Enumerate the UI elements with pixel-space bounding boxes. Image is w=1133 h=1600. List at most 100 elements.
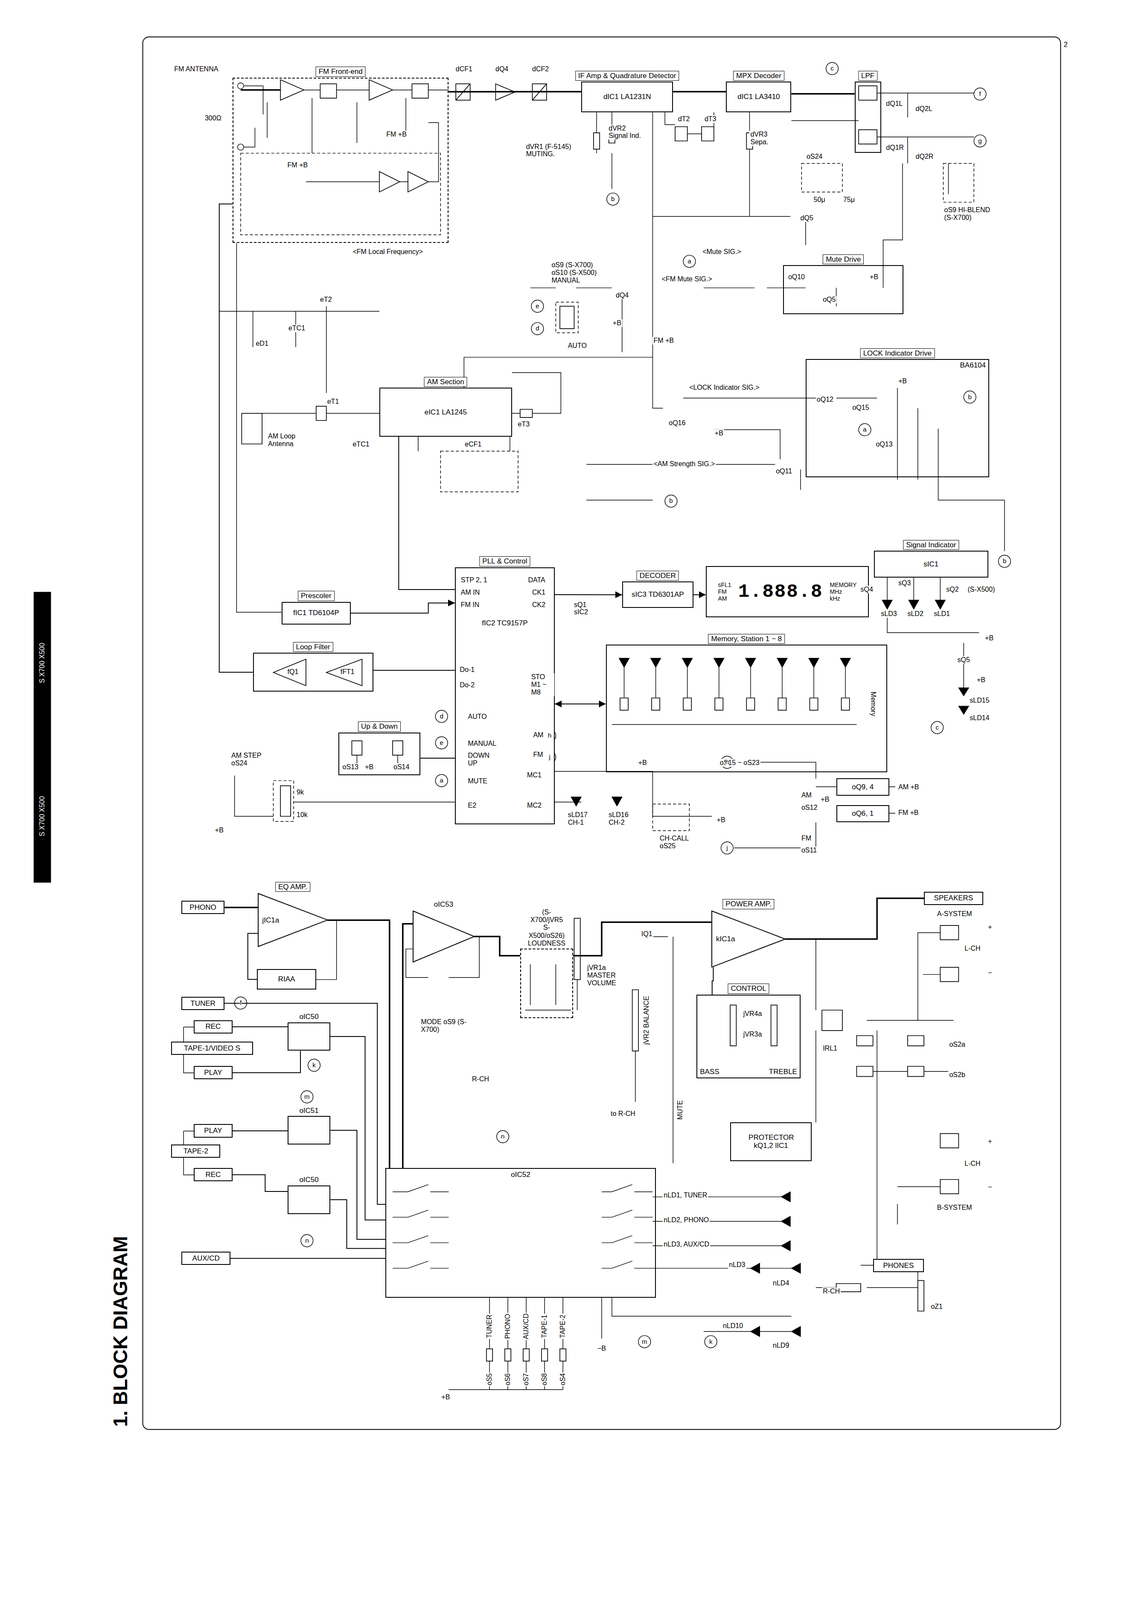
signal-line <box>448 90 582 93</box>
callout-letter: n <box>500 1132 505 1140</box>
part-label: +B <box>975 675 987 684</box>
part-label: sLD15 <box>968 696 991 705</box>
part-label: 300Ω <box>203 114 223 123</box>
part-label: sLD16 CH-2 <box>607 810 636 827</box>
block-text: 1.888.8 <box>738 580 824 603</box>
block-content: PLAY <box>203 1068 222 1077</box>
part-label: 9k <box>295 788 305 796</box>
block-content: dIC1 LA1231N <box>603 92 652 102</box>
text-column: TREBLE <box>768 1067 798 1076</box>
part-label: nLD3 <box>728 1260 746 1269</box>
signal-line <box>474 936 521 956</box>
signal-line <box>712 966 714 995</box>
part-label: eTC1 <box>351 440 370 449</box>
part-label: oQ12 <box>815 395 835 404</box>
part-label: nLD10 <box>722 1321 744 1330</box>
callout-letter: h <box>725 758 729 766</box>
part-label: jVR1a MASTER VOLUME <box>586 963 630 987</box>
part-label: nLD3, AUX/CD <box>662 1240 711 1248</box>
part-label: AM IN <box>460 588 481 597</box>
part-label: oZ1 <box>929 1302 944 1311</box>
signal-line <box>398 436 455 590</box>
block-box: AUX/CD <box>181 1251 231 1265</box>
part-label: oS9 HI-BLEND (S-X700) <box>943 206 997 222</box>
part-label: dT2 <box>677 115 691 123</box>
part-label: oS13 <box>341 763 360 771</box>
coil-symbol <box>316 83 843 1031</box>
block-text: PLAY <box>203 1068 222 1077</box>
block-content: fIC2 TC9157P <box>481 618 528 628</box>
part-label: dQ5 <box>799 214 815 222</box>
part-label: −B <box>596 1344 607 1352</box>
block-content: oQ9, 4 <box>851 782 874 792</box>
block-box: oIC50 <box>287 1022 331 1051</box>
part-label: oS9 (S-X700) oS10 (S-X500) MANUAL <box>550 261 612 285</box>
text-column: BASS <box>699 1067 720 1076</box>
block-body: sIC3 TD6301AP <box>623 582 693 607</box>
part-label: MUTE <box>467 777 489 785</box>
dashed-section: FM Front-end <box>232 77 449 243</box>
part-label: oQ16 <box>667 419 687 427</box>
block-body: PLAY <box>194 1066 232 1078</box>
block-text: PHONES <box>882 1261 914 1270</box>
block-content: TAPE-1/VIDEO S <box>183 1043 241 1053</box>
dashed-section: (S-X700/jVR5 S-X500/oS26) LOUDNESS <box>520 948 574 1018</box>
part-label: oQ5 <box>821 295 837 304</box>
signal-line <box>330 1036 386 1220</box>
block-text: sIC3 TD6301AP <box>631 590 685 599</box>
callout-letter: d <box>535 324 539 333</box>
block-body: REC <box>194 1168 232 1180</box>
part-label: AUX/CD <box>522 1311 531 1340</box>
block-content: TAPE-2 <box>183 1146 209 1156</box>
signal-line <box>330 1130 386 1239</box>
amplifier-outline <box>413 910 475 962</box>
block-heading: Mute Drive <box>822 254 864 265</box>
section-box: oIC52 <box>385 1167 656 1297</box>
part-label: oQ11 <box>774 467 793 475</box>
part-label: 75μ <box>842 195 856 204</box>
part-label: dCF1 <box>454 65 474 73</box>
block-text: fIC1 TD6104P <box>293 608 339 618</box>
part-label: +B <box>364 763 375 771</box>
callout-circle <box>234 62 1011 1348</box>
block-text: RIAA <box>278 974 296 984</box>
block-box: PLAY <box>193 1123 233 1137</box>
part-label: eTC1 <box>287 324 306 333</box>
model-tab: S X700 X500 <box>38 795 47 837</box>
block-text: kHz <box>829 594 840 602</box>
block-text: REC <box>205 1170 221 1179</box>
block-body: TUNER <box>182 997 224 1009</box>
block-content: dIC1 LA3410 <box>737 92 780 102</box>
callout-letter: b <box>1002 557 1007 565</box>
part-label: R-CH <box>821 1287 841 1295</box>
signal-line <box>554 594 623 595</box>
part-label: +B <box>868 273 880 281</box>
block-text: PROTECTOR kQ1,2 lIC1 <box>748 1133 794 1150</box>
part-label: L-CH <box>963 1159 982 1168</box>
block-heading: oIC51 <box>296 1105 321 1116</box>
part-label: 2 <box>1063 40 1069 49</box>
part-label: B-SYSTEM <box>936 1203 973 1212</box>
part-label: − <box>987 968 993 977</box>
part-label: eT1 <box>326 397 341 406</box>
part-label: oQ10 <box>787 273 806 281</box>
block-content: BASS TREBLE <box>699 1067 798 1076</box>
part-label: <AM Strength SIG.> <box>652 460 716 468</box>
part-label: FM +B <box>385 130 408 139</box>
connector-group <box>219 91 924 1259</box>
part-label: eCF1 <box>463 440 483 449</box>
part-label: STP 2, 1 <box>460 576 489 584</box>
part-label: sLD14 <box>968 713 991 722</box>
callout-letter: d <box>439 712 444 720</box>
part-label: sLD17 CH-1 <box>567 810 596 827</box>
block-body: PHONO <box>182 901 224 913</box>
part-label: sLD1 <box>933 609 951 618</box>
block-text: FM <box>718 588 727 595</box>
amplifier-outline <box>711 910 786 967</box>
part-label: MUTE <box>676 1098 685 1120</box>
part-label: MC2 <box>526 801 543 810</box>
block-content: BA6104 <box>960 361 987 370</box>
block-body: PLAY <box>194 1124 232 1136</box>
part-label: dQ4 <box>494 65 510 73</box>
